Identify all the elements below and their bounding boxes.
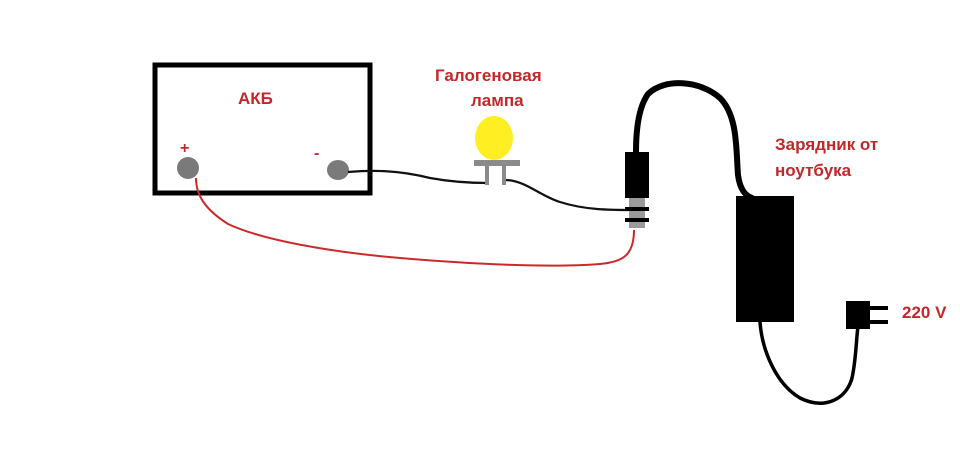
charger-cable-bottom	[758, 320, 860, 405]
mains-plug-pin-top	[870, 306, 888, 310]
charger-label-line2: ноутбука	[775, 161, 852, 180]
laptop-charger-block	[736, 196, 794, 322]
battery-label: АКБ	[238, 89, 273, 108]
positive-wire	[195, 177, 635, 267]
battery-minus-sign: -	[314, 145, 319, 162]
halogen-lamp	[474, 116, 520, 185]
mains-plug-body	[846, 301, 870, 329]
battery-negative-terminal	[327, 160, 349, 180]
lamp-pin-left	[485, 165, 489, 185]
negative-wire-battery-lamp	[347, 169, 489, 185]
battery-box	[152, 62, 373, 196]
plug-ring-1	[625, 207, 649, 211]
lamp-bulb	[475, 116, 513, 160]
lamp-label-line2: лампа	[471, 91, 524, 110]
charger-cable-top	[633, 80, 755, 201]
mains-voltage-label: 220 V	[902, 303, 947, 322]
charger-plug	[625, 152, 649, 228]
lamp-pin-right	[502, 165, 506, 185]
charger-label-line1: Зарядник от	[775, 135, 878, 154]
plug-tip	[629, 198, 645, 228]
negative-wire-lamp-connector	[504, 178, 633, 212]
battery-positive-terminal	[177, 157, 199, 179]
mains-plug	[846, 301, 888, 329]
lamp-base	[474, 160, 520, 166]
plug-ring-2	[625, 218, 649, 222]
battery-plus-sign: +	[180, 140, 189, 157]
mains-plug-pin-bottom	[870, 320, 888, 324]
lamp-label-line1: Галогеновая	[435, 66, 542, 85]
plug-body	[625, 152, 649, 198]
